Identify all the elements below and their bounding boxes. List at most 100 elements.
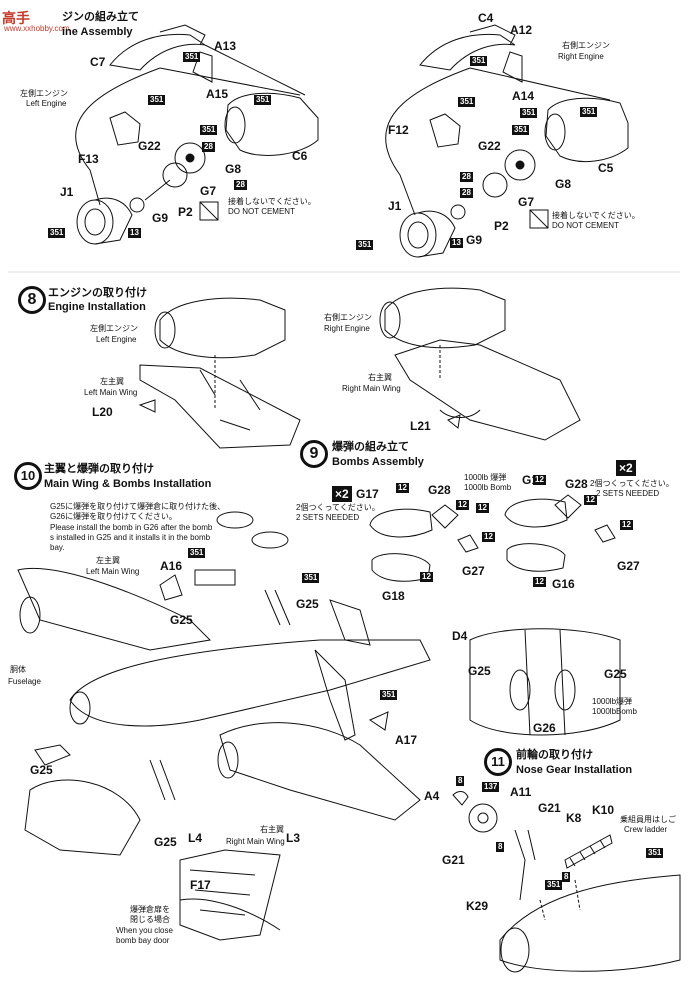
part-label: F17 bbox=[190, 878, 211, 892]
part-label: D4 bbox=[452, 629, 468, 643]
paint-badge: 12 bbox=[456, 500, 469, 510]
part-label: G9 bbox=[152, 211, 169, 225]
paint-badge: 12 bbox=[420, 572, 433, 582]
bomb-label-en: 1000lb Bomb bbox=[464, 483, 512, 492]
paint-badge: 351 bbox=[254, 95, 272, 105]
engine-label-jp: 右側エンジン bbox=[562, 41, 610, 50]
step11-title-en: Nose Gear Installation bbox=[516, 764, 633, 776]
part-label: A14 bbox=[512, 89, 535, 103]
part-label: A11 bbox=[510, 785, 532, 799]
part-label: G25 bbox=[154, 835, 177, 849]
part-label: C7 bbox=[90, 55, 106, 69]
part-label: P2 bbox=[494, 219, 509, 233]
part-label: G7 bbox=[200, 184, 217, 198]
door-note-en-2: bomb bay door bbox=[116, 936, 170, 945]
bomb-label-jp: 1000lb 爆弾 bbox=[464, 473, 507, 482]
step-number-11: 11 bbox=[484, 748, 512, 776]
part-label: G16 bbox=[552, 577, 575, 591]
door-note-jp-1: 爆弾倉扉を bbox=[130, 905, 170, 914]
part-label: G7 bbox=[518, 195, 535, 209]
part-label: C4 bbox=[478, 11, 494, 25]
label-jp: 胴体 bbox=[10, 665, 26, 674]
paint-badge: 351 bbox=[48, 228, 66, 238]
ladder-label-jp: 乗組員用はしご bbox=[620, 815, 676, 824]
sets-note-en: 2 SETS NEEDED bbox=[296, 513, 360, 522]
part-label: G27 bbox=[462, 564, 485, 578]
part-label: G18 bbox=[382, 589, 405, 603]
paint-badge: 351 bbox=[580, 107, 598, 117]
paint-badge: 351 bbox=[646, 848, 664, 858]
bomb-g15 bbox=[504, 498, 568, 528]
step9-title-en: Bombs Assembly bbox=[332, 456, 424, 468]
part-label: K29 bbox=[466, 899, 489, 913]
label-en: Right Engine bbox=[324, 324, 370, 333]
paint-badge: 351 bbox=[545, 880, 563, 890]
label-en: Left Main Wing bbox=[84, 388, 138, 397]
paint-badge: 351 bbox=[470, 56, 488, 66]
paint-badge: 351 bbox=[148, 95, 166, 105]
step9-title-jp: 爆弾の組み立て bbox=[332, 441, 409, 453]
paint-badge: 28 bbox=[460, 172, 473, 182]
part-label: G21 bbox=[442, 853, 465, 867]
paint-badge: 351 bbox=[183, 52, 201, 62]
part-label: A4 bbox=[424, 789, 440, 803]
label-jp: 右主翼 bbox=[368, 373, 392, 382]
cement-note-en: DO NOT CEMENT bbox=[552, 221, 619, 230]
paint-badge: 8 bbox=[496, 842, 505, 852]
paint-badge: 12 bbox=[396, 483, 409, 493]
paint-badge: 351 bbox=[188, 548, 206, 558]
cement-note-jp: 接着しないでください。 bbox=[552, 211, 640, 220]
step7-title-en: ine Assembly bbox=[62, 26, 133, 38]
label-jp: 右側エンジン bbox=[324, 313, 372, 322]
part-label: J1 bbox=[388, 199, 402, 213]
part-label: G28 bbox=[565, 477, 588, 491]
watermark-logo: 高手 bbox=[2, 10, 30, 26]
fuselage-shape bbox=[69, 639, 431, 727]
paint-badge: 12 bbox=[482, 532, 495, 542]
label-jp: 左主翼 bbox=[100, 377, 124, 386]
right-wing-shape bbox=[394, 339, 581, 441]
sets-note-en: 2 SETS NEEDED bbox=[596, 489, 660, 498]
part-label: G22 bbox=[478, 139, 501, 153]
cement-note-jp: 接着しないでください。 bbox=[228, 197, 316, 206]
bomb-label-en: 1000lbBomb bbox=[592, 707, 637, 716]
paint-badge: 12 bbox=[533, 577, 546, 587]
paint-badge: 351 bbox=[458, 97, 476, 107]
step-number-11-text: 11 bbox=[491, 754, 505, 769]
paint-badge: 351 bbox=[200, 125, 218, 135]
part-label: K10 bbox=[592, 803, 615, 817]
part-label: G25 bbox=[170, 613, 193, 627]
note-en-3: bay. bbox=[50, 543, 65, 552]
sets-note-jp: 2個つくってください。 bbox=[296, 503, 380, 512]
paint-badge: 351 bbox=[380, 690, 398, 700]
note-jp-1: G25に爆弾を取り付けて爆弾倉に取り付けた後、 bbox=[50, 502, 226, 511]
part-label: F13 bbox=[78, 152, 99, 166]
paint-badge: 137 bbox=[482, 782, 500, 792]
note-en-2: s installed in G25 and it installs it in… bbox=[50, 533, 211, 542]
part-label: L4 bbox=[188, 831, 203, 845]
part-label: G8 bbox=[555, 177, 572, 191]
part-label: G8 bbox=[225, 162, 242, 176]
part-label: F12 bbox=[388, 123, 409, 137]
paint-badge: 13 bbox=[450, 238, 463, 248]
cowl-c7-shape bbox=[109, 33, 206, 71]
ladder-label-en: Crew ladder bbox=[624, 825, 668, 834]
engine-c6-shape bbox=[225, 92, 319, 156]
part-label: C6 bbox=[292, 149, 308, 163]
paint-badge: 351 bbox=[302, 573, 320, 583]
paint-badge: 28 bbox=[202, 142, 215, 152]
part-label: C5 bbox=[598, 161, 614, 175]
note-en-1: Please install the bomb in G26 after the… bbox=[50, 523, 213, 532]
paint-badge: 12 bbox=[533, 475, 546, 485]
label-jp: 左側エンジン bbox=[90, 324, 138, 333]
part-label: G21 bbox=[538, 801, 561, 815]
part-label: J1 bbox=[60, 185, 74, 199]
label-en: Right Main Wing bbox=[226, 837, 285, 846]
part-label: K8 bbox=[566, 811, 582, 825]
step-number-10-text: 10 bbox=[20, 468, 36, 483]
label-jp: 右主翼 bbox=[260, 825, 284, 834]
paint-badge: 28 bbox=[460, 188, 473, 198]
cement-note-en: DO NOT CEMENT bbox=[228, 207, 295, 216]
